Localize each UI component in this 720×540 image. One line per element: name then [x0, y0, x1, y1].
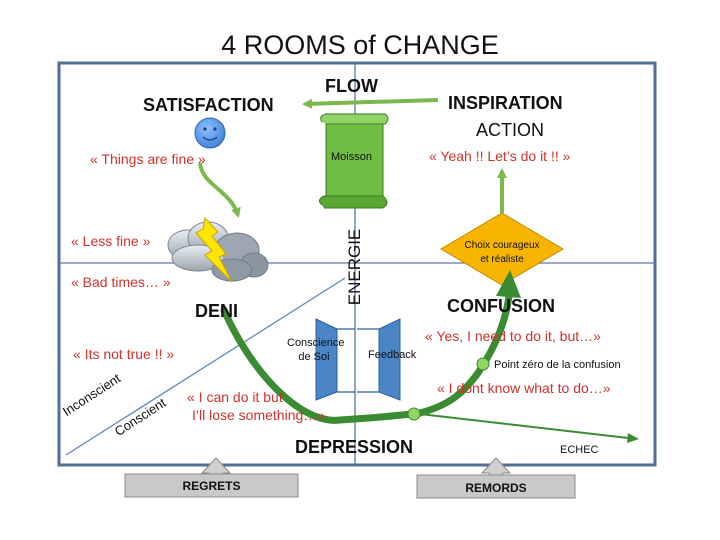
room-confusion: CONFUSION	[447, 296, 555, 316]
turning-node	[407, 407, 421, 421]
curve-arrowhead	[496, 270, 521, 298]
label-feedback: Feedback	[368, 349, 417, 361]
label-choix-line2: et réaliste	[480, 254, 524, 265]
remords-button[interactable]: REMORDS	[465, 481, 527, 495]
energy-bracket	[337, 328, 379, 393]
quote-dont-know: « I dont know what to do…»	[437, 380, 611, 396]
page-title: 4 ROOMS of CHANGE	[221, 30, 499, 60]
flow-arrow	[302, 98, 439, 109]
quote-need-but: « Yes, I need to do it, but…»	[425, 328, 601, 344]
remords-button-box	[416, 474, 576, 499]
quote-can-do-line2: I’ll lose something…»	[192, 407, 326, 423]
satisfaction-to-deni-arrow	[198, 162, 241, 218]
label-point-zero: Point zéro de la confusion	[494, 359, 621, 371]
room-satisfaction: SATISFACTION	[143, 95, 274, 115]
lightning-icon	[195, 216, 233, 283]
smiley-icon	[194, 117, 226, 149]
room-action: ACTION	[476, 120, 545, 140]
label-conscience-line2: de Soi	[298, 351, 330, 363]
point-zero-node	[476, 357, 490, 371]
room-deni: DENI	[195, 301, 239, 321]
label-choix-line1: Choix courageux	[464, 240, 540, 251]
consciousness-diagonal	[65, 277, 346, 456]
quote-bad-times: « Bad times… »	[71, 274, 171, 290]
quote-things-fine: « Things are fine »	[90, 151, 206, 167]
label-conscience-line1: Conscience	[287, 337, 345, 349]
feedback-panel	[378, 318, 401, 401]
room-depression: DEPRESSION	[295, 437, 414, 457]
echec-arrowhead	[627, 433, 639, 443]
quote-yeah: « Yeah !! Let’s do it !! »	[429, 148, 571, 164]
regrets-button-box	[124, 473, 299, 498]
quote-less-fine: « Less fine »	[71, 233, 151, 249]
moisson-scroll	[318, 113, 389, 209]
regrets-button[interactable]: REGRETS	[182, 479, 241, 493]
room-inspiration: INSPIRATION	[448, 93, 563, 113]
echec-arrow	[419, 413, 629, 439]
room-flow: FLOW	[325, 76, 378, 96]
label-moisson: Moisson	[331, 151, 372, 163]
label-echec: ECHEC	[560, 444, 599, 456]
quote-can-do-line1: « I can do it but	[187, 389, 283, 405]
quote-not-true: « Its not true !! »	[73, 346, 175, 362]
label-energie: ENERGIE	[345, 228, 364, 306]
diagram-frame	[57, 61, 657, 467]
